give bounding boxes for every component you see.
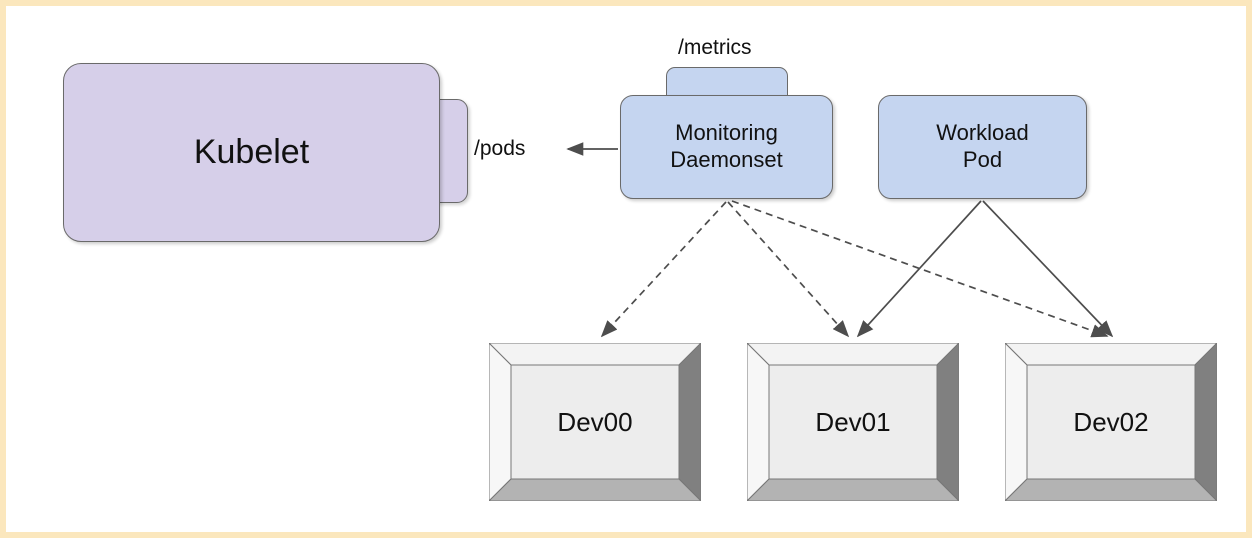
- workload-pod-node[interactable]: Workload Pod: [878, 95, 1087, 199]
- monitoring-daemonset-label: Monitoring Daemonset: [670, 120, 783, 172]
- kubelet-node[interactable]: Kubelet: [63, 63, 440, 242]
- device-node-dev01[interactable]: Dev01: [747, 343, 959, 501]
- device-bevel-icon: [747, 343, 959, 501]
- edge-monitoring-to-dev01: [727, 201, 850, 338]
- device-bevel-icon: [1005, 343, 1217, 501]
- workload-pod-label: Workload Pod: [936, 120, 1029, 172]
- device-node-dev00[interactable]: Dev00: [489, 343, 701, 501]
- edge-workload-to-dev02: [982, 200, 1114, 338]
- edge-monitoring-to-dev00: [600, 201, 727, 338]
- device-node-dev02[interactable]: Dev02: [1005, 343, 1217, 501]
- metrics-port-label: /metrics: [678, 36, 752, 59]
- monitoring-daemonset-node[interactable]: Monitoring Daemonset: [620, 95, 833, 199]
- edge-workload-to-dev01: [856, 200, 982, 338]
- pods-port-label: /pods: [474, 137, 526, 160]
- kubelet-label: Kubelet: [193, 132, 310, 171]
- device-bevel-icon: [489, 343, 701, 501]
- edge-monitoring-to-dev02: [731, 200, 1109, 338]
- kubelet-pods-port[interactable]: [436, 99, 468, 203]
